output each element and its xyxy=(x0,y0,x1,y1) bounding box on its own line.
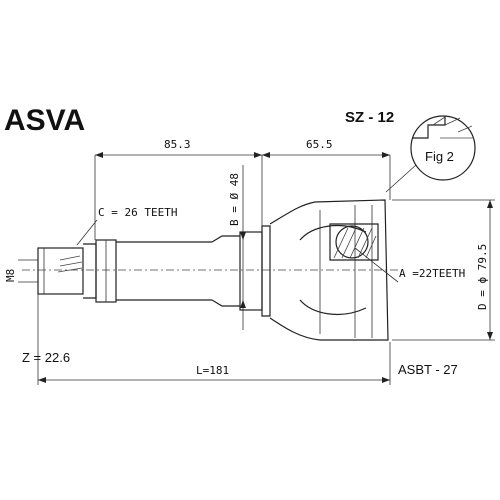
part-code: SZ - 12 xyxy=(345,109,394,126)
abs-ring-label: ASBT - 27 xyxy=(398,362,458,377)
fig2-label: Fig 2 xyxy=(425,149,454,164)
z-teeth-label: Z = 22.6 xyxy=(22,350,70,365)
shaft-dia-dim: B = Ø 48 xyxy=(228,165,246,330)
thread-dim: M8 xyxy=(4,259,38,283)
shaft-length-label: 85.3 xyxy=(164,138,191,151)
outer-housing xyxy=(269,199,389,341)
spline-callout: C = 26 TEETH xyxy=(76,206,177,246)
fig2-detail: Fig 2 xyxy=(385,115,476,193)
brand-title: ASVA xyxy=(4,104,85,137)
outer-dia-label: D = ϕ 79.5 xyxy=(476,244,489,310)
spline-teeth-label: C = 26 TEETH xyxy=(98,206,177,219)
shaft xyxy=(37,225,271,317)
body-length-label: 65.5 xyxy=(306,138,333,151)
inner-teeth-label: A =22TEETH xyxy=(399,267,465,280)
thread-label: M8 xyxy=(4,269,17,282)
outer-dia-dim: D = ϕ 79.5 xyxy=(392,199,495,341)
total-length-label: L=181 xyxy=(196,364,229,377)
inner-teeth-callout: A =22TEETH xyxy=(354,247,465,283)
total-length-dim: L=181 xyxy=(37,294,391,385)
shaft-dia-label: B = Ø 48 xyxy=(228,173,241,226)
top-dimensions: 85.3 65.5 xyxy=(94,138,391,240)
